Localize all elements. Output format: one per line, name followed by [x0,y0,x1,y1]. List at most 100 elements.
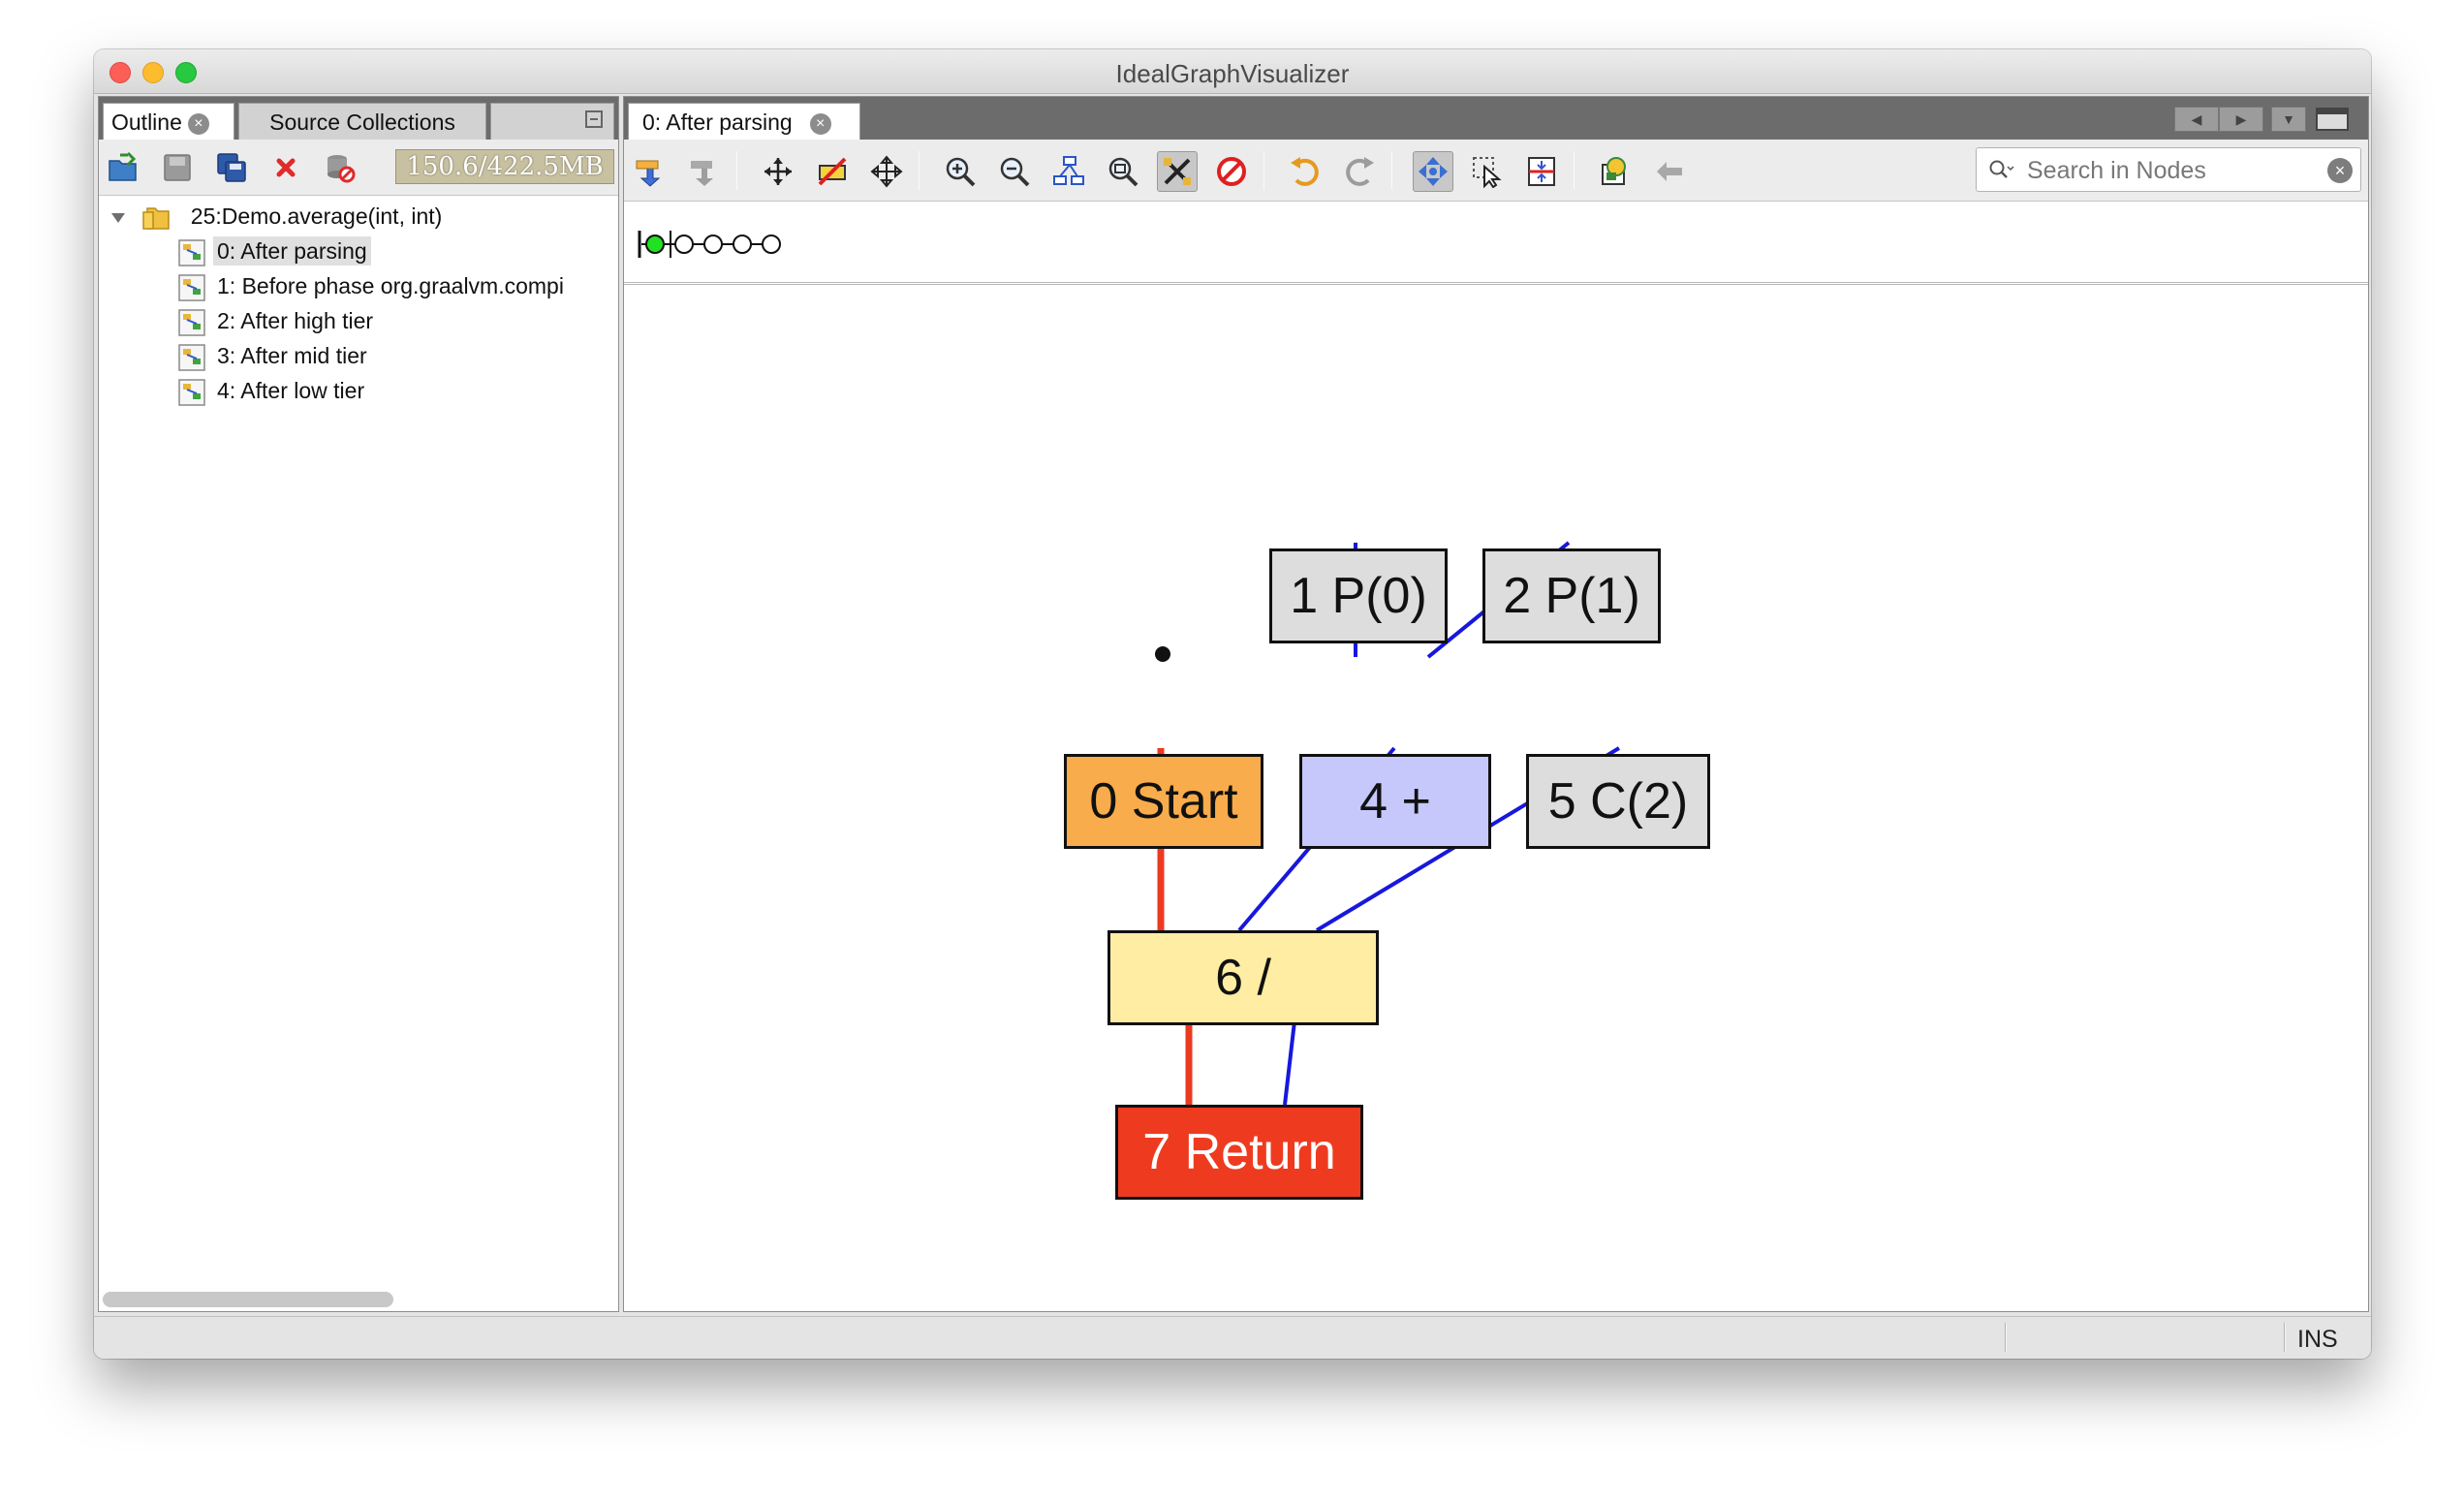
start-port-dot [1155,646,1170,662]
tree-root-row[interactable]: 25:Demo.average(int, int) [109,204,446,236]
cancel-filter-button[interactable] [1211,151,1252,192]
stop-icon [1217,157,1246,186]
minimize-panel-icon[interactable] [584,110,604,129]
node-7-return[interactable]: 7 Return [1115,1105,1363,1200]
status-divider [2005,1323,2007,1352]
hide-node-icon [691,161,713,186]
hide-node-button[interactable] [684,151,725,192]
search-nodes-input[interactable]: Search in Nodes × [1976,147,2361,192]
tree-item-graph-3[interactable]: 3: After mid tier [178,343,371,376]
phase-slider[interactable] [624,204,818,285]
phase-dot[interactable] [733,235,752,254]
export-button[interactable] [1595,151,1636,192]
pan-mode-button[interactable] [866,151,907,192]
tree-item-graph-1[interactable]: 1: Before phase org.graalvm.compi [178,273,568,306]
tree-item-graph-0[interactable]: 0: After parsing [178,236,371,271]
node-0-start[interactable]: 0 Start [1064,754,1263,849]
move-icon [870,155,903,188]
pan-arrows-icon [1419,157,1448,186]
clear-search-icon[interactable]: × [2327,158,2353,183]
zoom-fit-button[interactable] [1103,151,1143,192]
remove-all-icon[interactable] [324,151,357,184]
redo-button[interactable] [1339,151,1380,192]
graph-icon [178,274,205,301]
tree-item-graph-4[interactable]: 4: After low tier [178,378,368,411]
folder-icon [142,207,171,230]
tab-outline[interactable]: Outline× [103,103,234,140]
panning-mode-button[interactable] [1413,151,1453,192]
zoom-fit-icon [1108,157,1138,187]
expand-arrows-icon [764,158,792,185]
tree-item-label: 0: After parsing [213,236,371,266]
node-5-const[interactable]: 5 C(2) [1526,754,1710,849]
phase-dot[interactable] [703,235,723,254]
edge-div-return-data[interactable] [1283,1020,1296,1106]
tree-item-label: 4: After low tier [217,378,365,403]
close-window-button[interactable] [109,62,131,83]
show-clusters-button[interactable] [1521,151,1562,192]
close-tab-icon[interactable]: × [187,112,209,135]
search-icon [1989,160,2014,178]
tab-source-collections-label: Source Collections [269,110,455,135]
tree-item-label: 1: Before phase org.graalvm.compi [217,273,564,298]
node-6-div[interactable]: 6 / [1107,930,1379,1025]
extract-node-icon [636,160,661,187]
tab-graph-after-parsing[interactable]: 0: After parsing × [628,103,860,140]
undo-button[interactable] [1285,151,1326,192]
hierarchical-layout-button[interactable] [1048,151,1089,192]
tab-outline-label: Outline [111,110,182,135]
show-selected-neighbors-button[interactable] [1157,151,1198,192]
window-title: IdealGraphVisualizer [1115,59,1350,88]
hide-edges-button[interactable] [812,151,853,192]
editor-tab-strip: 0: After parsing × ◀ ▶ ▼ [624,97,2368,140]
tree-item-label: 3: After mid tier [217,343,367,368]
status-divider [2284,1323,2286,1352]
tree-root-label: 25:Demo.average(int, int) [190,204,443,229]
node-2-param1[interactable]: 2 P(1) [1482,548,1661,643]
title-bar: IdealGraphVisualizer [94,49,2371,94]
tab-source-collections[interactable]: Source Collections [238,103,486,140]
selection-mode-button[interactable] [1467,151,1508,192]
status-bar: INS [94,1316,2371,1359]
phase-timeline[interactable] [624,204,2368,285]
redo-icon [1346,157,1374,186]
zoom-window-button[interactable] [175,62,197,83]
close-tab-icon[interactable]: × [809,112,831,135]
layout-icon [1053,156,1084,185]
node-1-param0[interactable]: 1 P(0) [1269,548,1448,643]
extract-button[interactable] [1649,151,1690,192]
scroll-tabs-left-button[interactable]: ◀ [2174,107,2219,132]
tab-graph-label: 0: After parsing [642,110,793,135]
horizontal-scrollbar[interactable] [103,1292,393,1307]
insert-mode-indicator: INS [2297,1326,2338,1353]
expand-predecessors-button[interactable] [630,151,671,192]
minimize-window-button[interactable] [142,62,164,83]
graph-icon [178,309,205,336]
outline-panel: Outline× Source Collections [98,96,619,1312]
save-icon[interactable] [161,151,194,184]
tree-item-label: 2: After high tier [217,308,374,333]
tab-strip-spacer [490,103,614,140]
memory-indicator[interactable]: 150.6/422.5MB [395,149,614,184]
scroll-tabs-right-button[interactable]: ▶ [2219,107,2263,132]
phase-dot[interactable] [674,235,694,254]
extract-icon [1657,162,1682,181]
zoom-in-button[interactable] [940,151,981,192]
maximize-window-icon[interactable] [2315,107,2350,132]
phase-dot[interactable] [762,235,781,254]
open-file-icon[interactable] [107,151,140,184]
graph-canvas[interactable]: 1 P(0) 2 P(1) 0 Start 4 + 5 C(2) 6 / 7 R… [624,289,2368,1303]
remove-icon[interactable] [269,151,302,184]
phase-dot-current[interactable] [645,235,665,254]
expand-chevron-icon[interactable] [109,208,128,228]
app-window: IdealGraphVisualizer Outline× Source Col… [94,49,2371,1359]
node-4-add[interactable]: 4 + [1299,754,1491,849]
select-cursor-icon [1473,157,1502,188]
save-all-icon[interactable] [215,151,248,184]
zoom-in-icon [946,157,976,187]
tree-item-graph-2[interactable]: 2: After high tier [178,308,377,341]
zoom-out-button[interactable] [994,151,1035,192]
show-all-button[interactable] [758,151,798,192]
outline-toolbar: 150.6/422.5MB [99,140,618,196]
tab-list-dropdown-button[interactable]: ▼ [2271,107,2306,132]
